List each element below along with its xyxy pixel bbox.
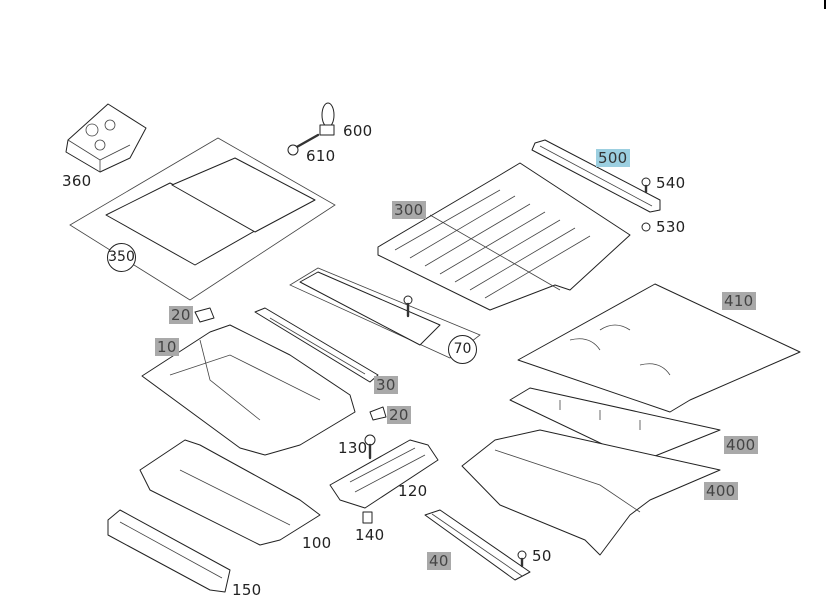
part-360-fastener-kit[interactable] [65,103,147,173]
part-500-rail[interactable] [531,139,661,213]
callout-120[interactable]: 120 [398,482,428,500]
callout-30[interactable]: 30 [374,376,398,394]
callout-360[interactable]: 360 [62,172,92,190]
callout-400-b[interactable]: 400 [704,482,738,500]
callout-70[interactable]: 70 [448,335,477,364]
part-20-clip-a[interactable] [194,307,215,323]
callout-20-b[interactable]: 20 [387,406,411,424]
part-600-tie-down-ring[interactable] [319,102,335,136]
callout-20-a[interactable]: 20 [169,306,193,324]
part-150-crossmember[interactable] [107,509,231,593]
callout-500-selected[interactable]: 500 [596,149,630,167]
callout-50[interactable]: 50 [532,547,552,565]
part-300-load-floor[interactable] [377,162,631,311]
part-610-bolt[interactable] [287,133,320,156]
part-400-floor-panel-upper[interactable] [509,387,721,463]
part-70-cover-strip[interactable] [289,267,481,359]
callout-610[interactable]: 610 [306,147,336,165]
part-40-step-grid[interactable] [424,509,531,581]
part-30-sill-strip[interactable] [254,307,379,383]
edge-marker [824,0,826,9]
part-140-clip[interactable] [362,511,373,524]
part-540-screw[interactable] [641,177,651,194]
callout-350[interactable]: 350 [107,243,136,272]
callout-540[interactable]: 540 [656,174,686,192]
part-10-floor-covering[interactable] [141,324,356,456]
part-350-load-floor-mats[interactable] [69,137,336,301]
callout-300[interactable]: 300 [392,201,426,219]
part-400-floor-panel-lower[interactable] [461,429,721,556]
part-120-step-plate[interactable] [329,439,439,509]
callout-150[interactable]: 150 [232,581,262,599]
callout-10[interactable]: 10 [155,338,179,356]
callout-140[interactable]: 140 [355,526,385,544]
part-100-underbody-panel[interactable] [139,439,321,546]
part-410-cargo-panel[interactable] [517,283,801,413]
callout-400-a[interactable]: 400 [724,436,758,454]
callout-530[interactable]: 530 [656,218,686,236]
part-50-screw[interactable] [517,550,527,568]
callout-130[interactable]: 130 [338,439,368,457]
callout-100[interactable]: 100 [302,534,332,552]
callout-410[interactable]: 410 [722,292,756,310]
part-130-screw[interactable] [364,434,376,460]
part-20-clip-b[interactable] [369,406,387,421]
callout-40[interactable]: 40 [427,552,451,570]
callout-600[interactable]: 600 [343,122,373,140]
part-530-clip[interactable] [641,222,651,232]
